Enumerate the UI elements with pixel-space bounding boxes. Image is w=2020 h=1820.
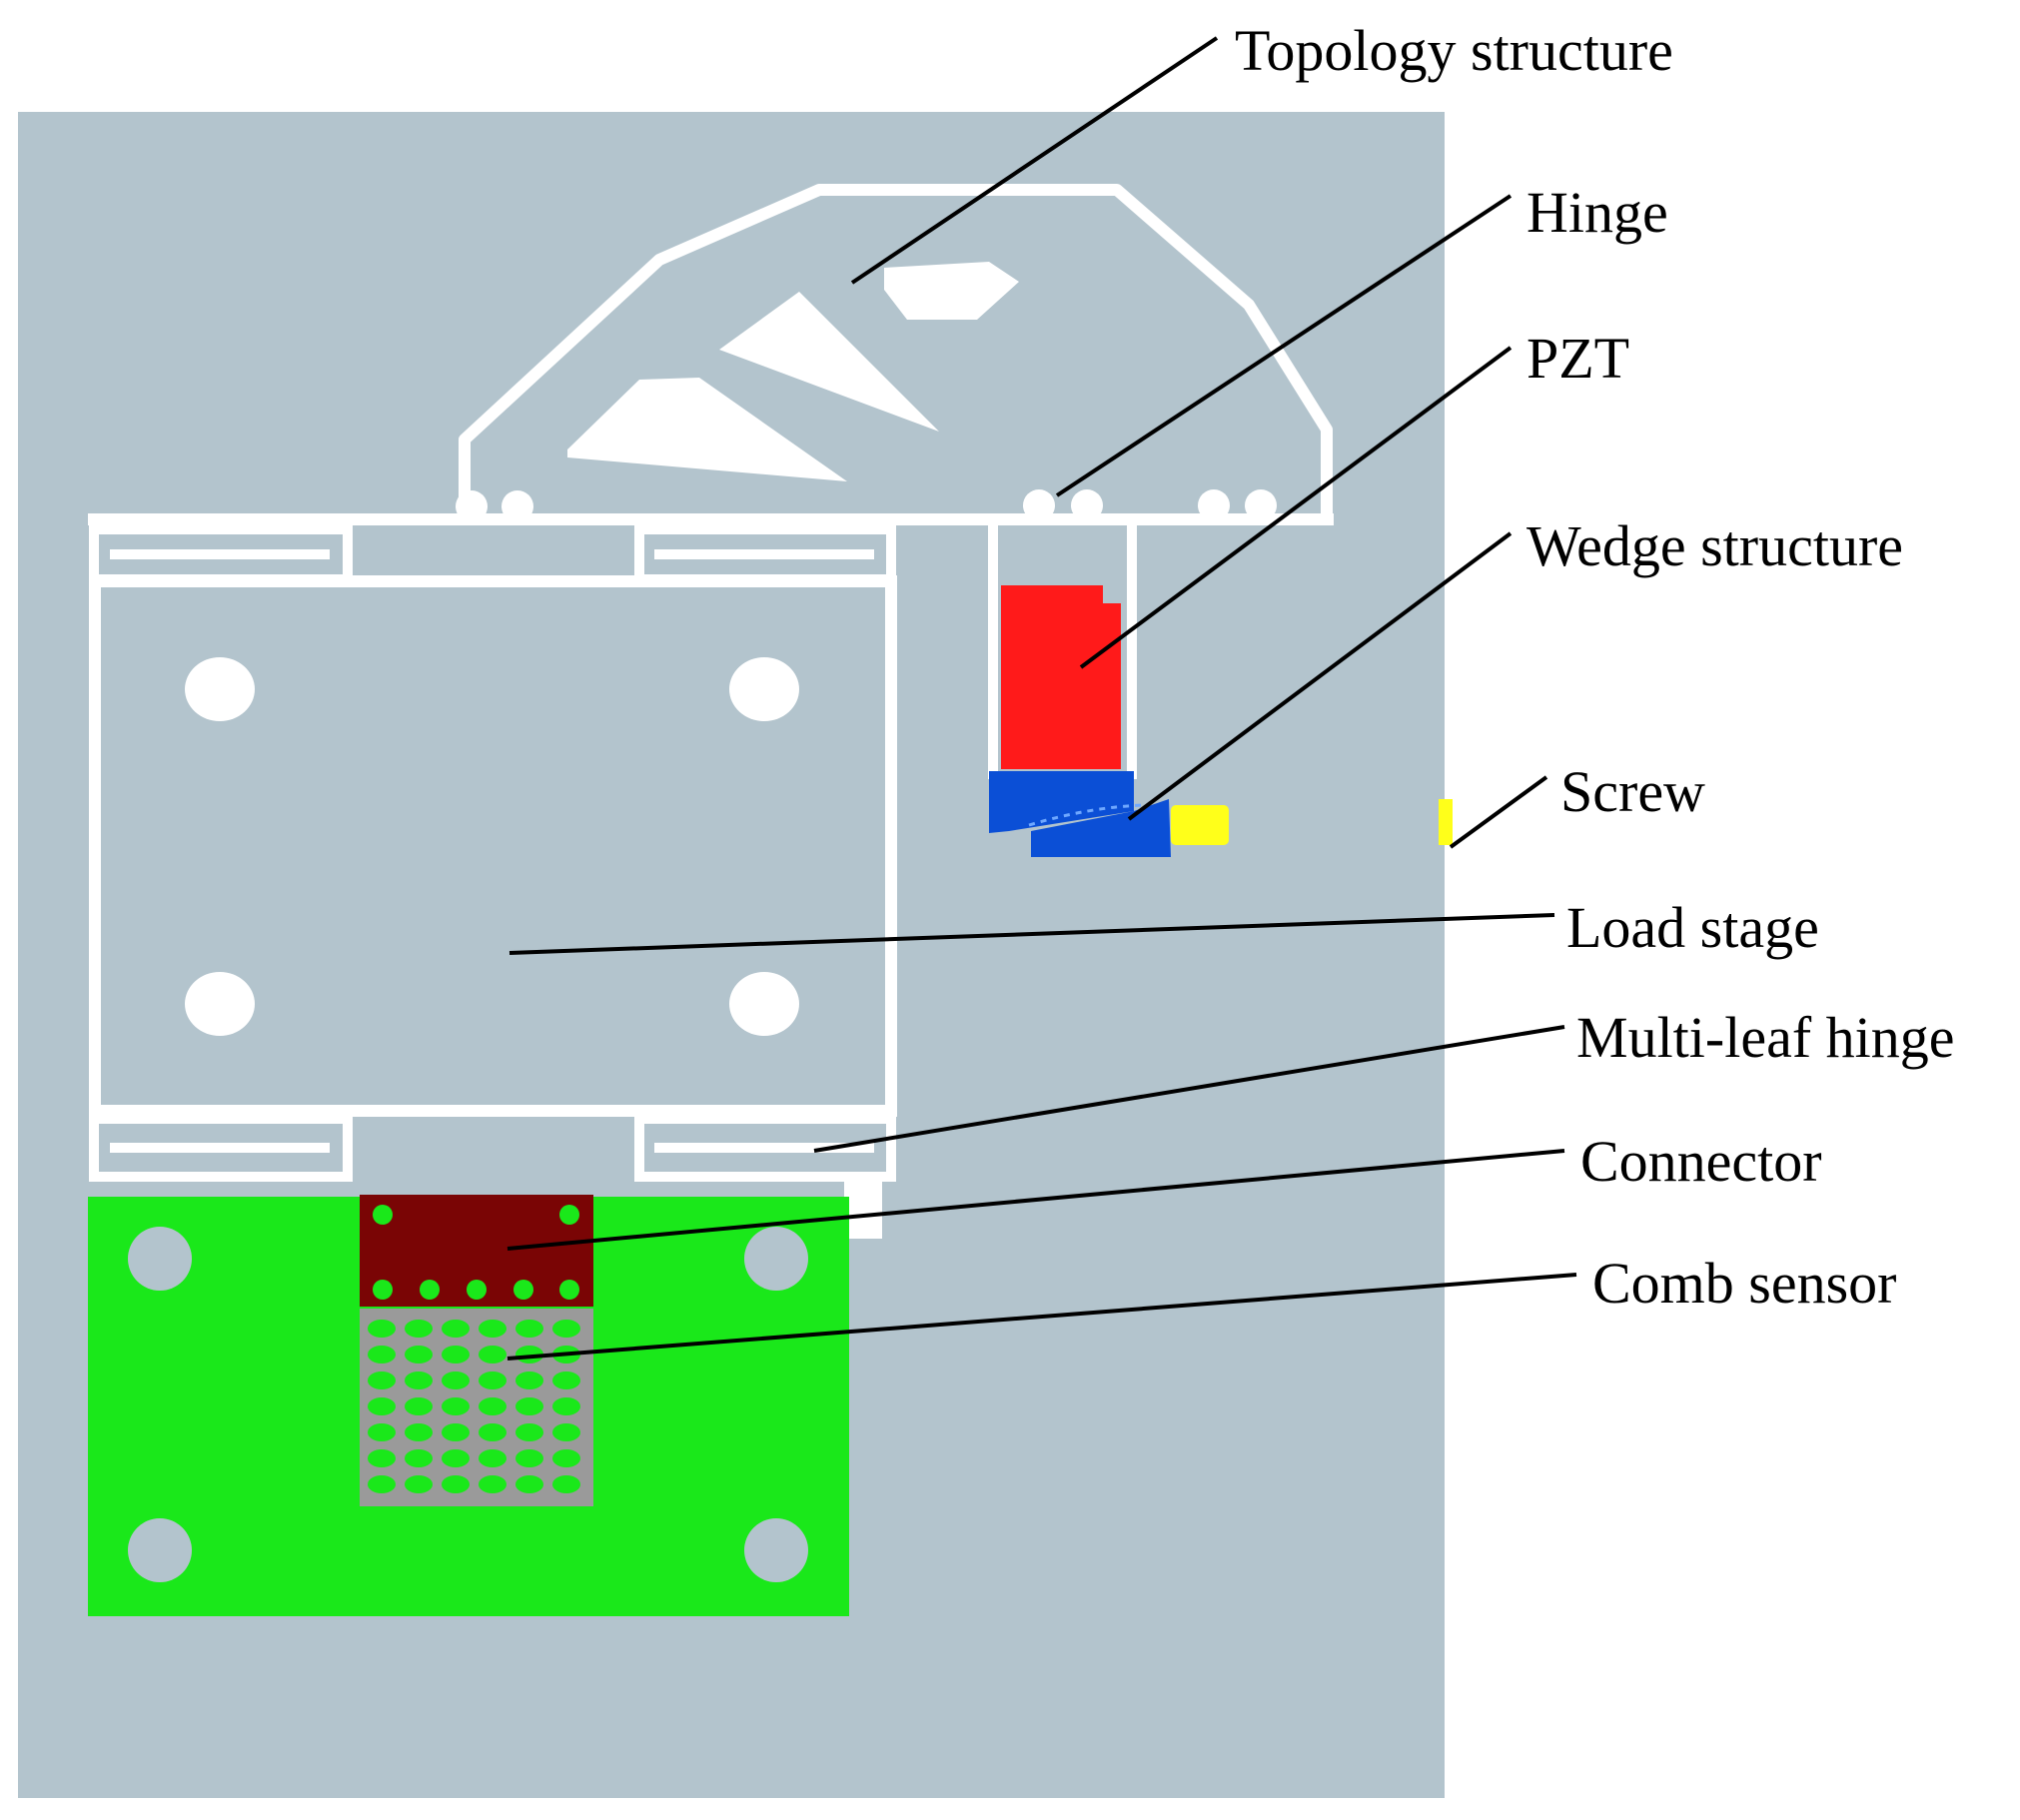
comb-cell [405, 1475, 433, 1493]
wedge-boundary [1028, 803, 1145, 827]
multi-leaf-leader [813, 1025, 1565, 1153]
topology-leader [850, 36, 1219, 285]
wedge-leader [1127, 531, 1513, 821]
multi-leaf-hinge-top-right [634, 524, 896, 584]
hinge-bottom-notch [844, 1179, 882, 1239]
screw-body [1171, 805, 1229, 845]
pzt-leader [1079, 346, 1513, 669]
comb-cell [552, 1397, 580, 1415]
pzt-actuator [1001, 585, 1121, 769]
comb-cell [552, 1449, 580, 1467]
callout-lines [506, 36, 1577, 1361]
wedge-structure-upper [989, 771, 1134, 833]
comb-cell [442, 1475, 470, 1493]
comb-cell [368, 1320, 396, 1338]
comb-cell [442, 1346, 470, 1364]
comb-cell [442, 1423, 470, 1441]
comb-cell [479, 1449, 506, 1467]
comb-cell [479, 1475, 506, 1493]
comb-cell [405, 1346, 433, 1364]
comb-cell [515, 1475, 543, 1493]
label-topology-structure: Topology structure [1235, 18, 1673, 83]
topology-cutout-triangle-upper [719, 292, 939, 432]
screw-leader [1449, 775, 1548, 849]
comb-cell [368, 1346, 396, 1364]
topology-structure-outline [459, 184, 1333, 519]
connector-leader [506, 1149, 1565, 1251]
hinge-circles [456, 489, 1277, 522]
label-wedge-structure: Wedge structure [1526, 513, 1903, 578]
comb-cell [368, 1371, 396, 1389]
label-comb-sensor: Comb sensor [1592, 1251, 1897, 1316]
comb-cell [515, 1397, 543, 1415]
comb-cell [405, 1320, 433, 1338]
comb-cell [368, 1475, 396, 1493]
comb-cell [479, 1320, 506, 1338]
load-stage-frame [89, 575, 897, 1117]
comb-cell [405, 1449, 433, 1467]
sensor-board-holes [128, 1227, 808, 1582]
hinge-leader [1055, 194, 1513, 497]
screw-head [1439, 799, 1453, 845]
topology-cutout-triangle-lower [567, 378, 847, 481]
label-screw: Screw [1560, 759, 1705, 824]
comb-cell [442, 1371, 470, 1389]
comb-cell [552, 1423, 580, 1441]
comb-cell [552, 1371, 580, 1389]
comb-cell [515, 1371, 543, 1389]
load-stage-holes [185, 657, 799, 1036]
comb-cell [515, 1320, 543, 1338]
comb-cell [405, 1423, 433, 1441]
pzt-slot [988, 519, 1137, 779]
multi-leaf-hinge-bottom-left [89, 1114, 353, 1182]
label-load-stage: Load stage [1566, 895, 1819, 960]
comb-cell [442, 1449, 470, 1467]
comb-cell [479, 1423, 506, 1441]
comb-cell [368, 1449, 396, 1467]
comb-cell [442, 1397, 470, 1415]
comb-cell [368, 1397, 396, 1415]
label-hinge: Hinge [1526, 180, 1668, 245]
comb-cell [552, 1475, 580, 1493]
load-stage-leader [508, 913, 1555, 955]
comb-sensor-cells [368, 1320, 580, 1493]
comb-cell [479, 1346, 506, 1364]
multi-leaf-hinge-top-left [89, 524, 353, 584]
connector-pins [373, 1205, 579, 1300]
label-pzt: PZT [1526, 326, 1629, 391]
comb-cell [515, 1449, 543, 1467]
label-connector: Connector [1580, 1129, 1822, 1194]
comb-cell [515, 1423, 543, 1441]
comb-cell [405, 1397, 433, 1415]
comb-cell [405, 1371, 433, 1389]
comb-cell [442, 1320, 470, 1338]
label-multi-leaf-hinge: Multi-leaf hinge [1576, 1005, 1955, 1070]
topology-cutout-hexagon [884, 262, 1019, 320]
comb-cell [552, 1320, 580, 1338]
comb-sensor-leader [506, 1273, 1577, 1361]
comb-cell [368, 1423, 396, 1441]
comb-cell [479, 1397, 506, 1415]
comb-cell [479, 1371, 506, 1389]
